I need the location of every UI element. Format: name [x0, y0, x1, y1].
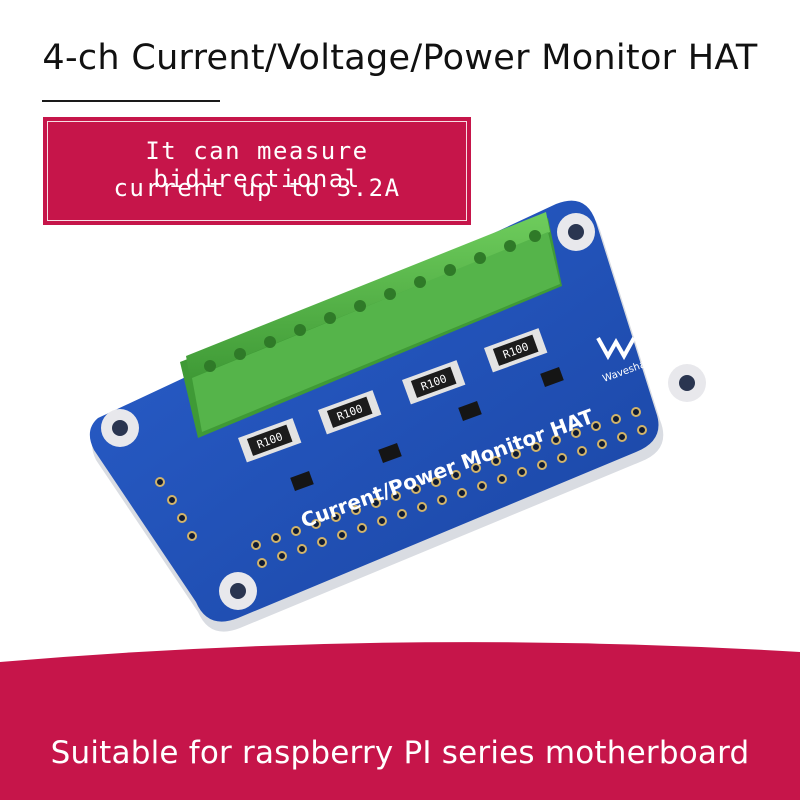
gpio-header	[251, 407, 647, 568]
callout-line-1: It can measure bidirectional	[145, 137, 369, 193]
shunt-resistors: R100 R100 R100 R100	[238, 328, 548, 463]
callout-line-2: current up to 3.2A	[113, 174, 401, 202]
sensor-ics	[290, 367, 564, 491]
page-title: 4-ch Current/Voltage/Power Monitor HAT	[42, 38, 758, 78]
terminal-block	[180, 212, 562, 438]
side-pins	[155, 477, 197, 541]
title-underline	[42, 100, 220, 102]
feature-callout: It can measure bidirectional current up …	[43, 117, 471, 225]
mounting-holes	[101, 213, 706, 610]
footer-caption: Suitable for raspberry PI series motherb…	[50, 735, 750, 771]
footer-band	[0, 642, 800, 800]
callout-frame	[47, 121, 467, 221]
